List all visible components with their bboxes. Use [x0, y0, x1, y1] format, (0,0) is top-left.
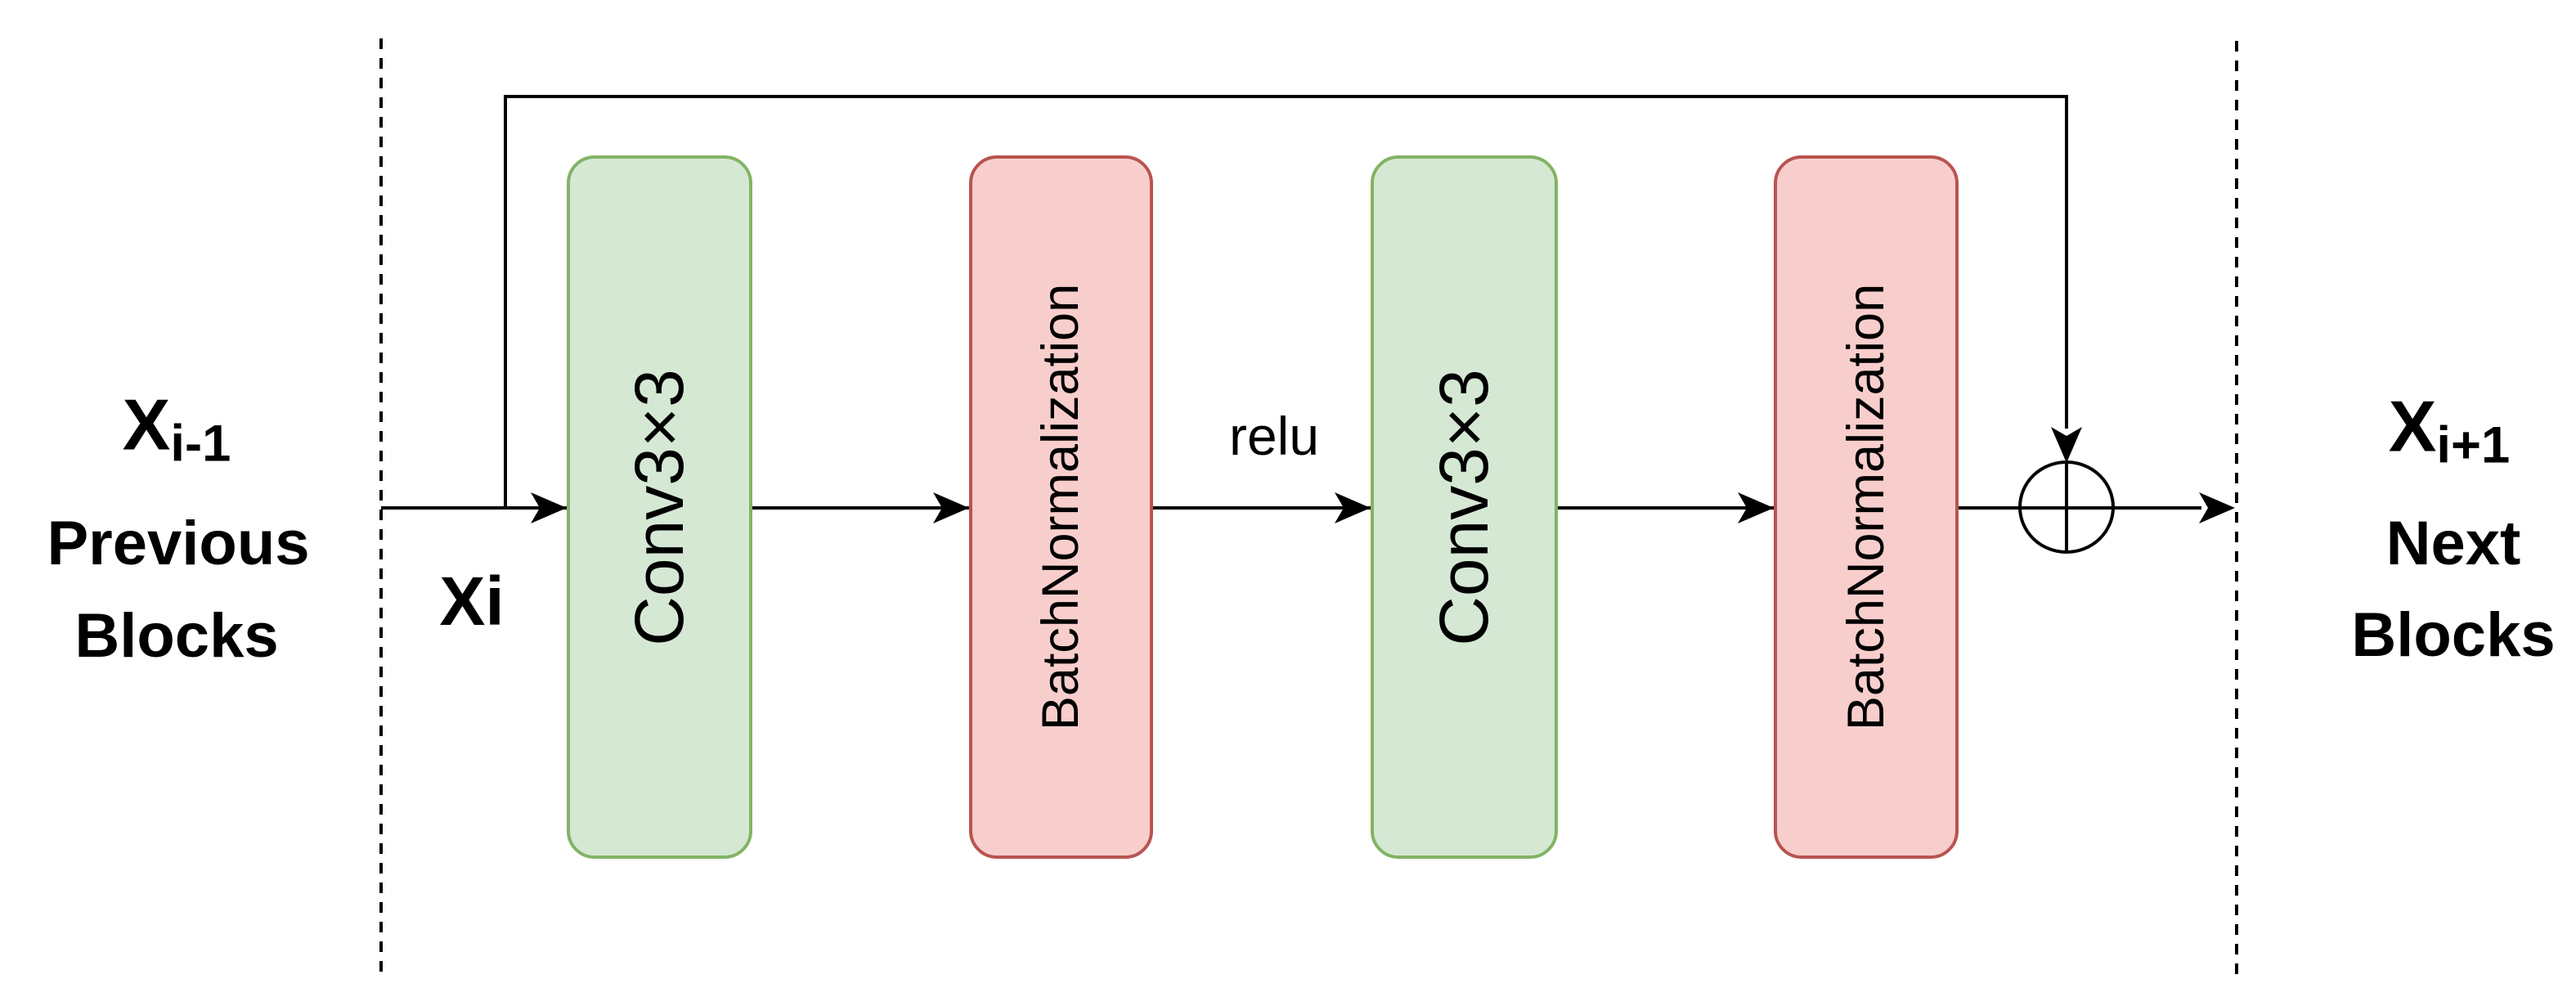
previous-symbol-subscript: i-1 [170, 415, 231, 473]
relu-activation-label: relu [1228, 406, 1320, 466]
batchnorm-block-1-label: BatchNormalization [1032, 283, 1090, 731]
arrowhead-into-bn2 [1738, 492, 1774, 523]
batchnorm-block-1: BatchNormalization [969, 155, 1153, 859]
batchnorm-block-2: BatchNormalization [1774, 155, 1959, 859]
next-blocks-label-line2: Blocks [2351, 600, 2556, 670]
next-blocks-label-line1: Next [2385, 509, 2521, 578]
arrowhead-skip-into-sum [2051, 427, 2082, 463]
sum-node [2018, 460, 2115, 554]
arrowhead-into-conv1 [531, 492, 567, 523]
previous-input-symbol: Xi-1 [123, 388, 231, 469]
previous-blocks-label-line1: Previous [47, 509, 310, 578]
skip-connection-line [504, 95, 2068, 508]
conv-block-2: Conv3×3 [1371, 155, 1558, 859]
arrowhead-output [2199, 492, 2235, 523]
batchnorm-block-2-label: BatchNormalization [1838, 283, 1895, 731]
conv-block-1: Conv3×3 [567, 155, 752, 859]
conv-block-1-label: Conv3×3 [621, 368, 698, 646]
previous-blocks-label-line2: Blocks [74, 601, 279, 671]
sum-node-circle [2018, 460, 2115, 554]
next-output-symbol: Xi+1 [2389, 390, 2511, 471]
next-symbol-base: X [2388, 385, 2437, 467]
next-symbol-subscript: i+1 [2436, 416, 2511, 474]
conv-block-2-label: Conv3×3 [1425, 368, 1502, 646]
input-tensor-label: Xi [439, 563, 505, 640]
previous-symbol-base: X [122, 384, 171, 465]
arrowhead-into-conv2 [1335, 492, 1371, 523]
arrowhead-into-bn1 [933, 492, 969, 523]
